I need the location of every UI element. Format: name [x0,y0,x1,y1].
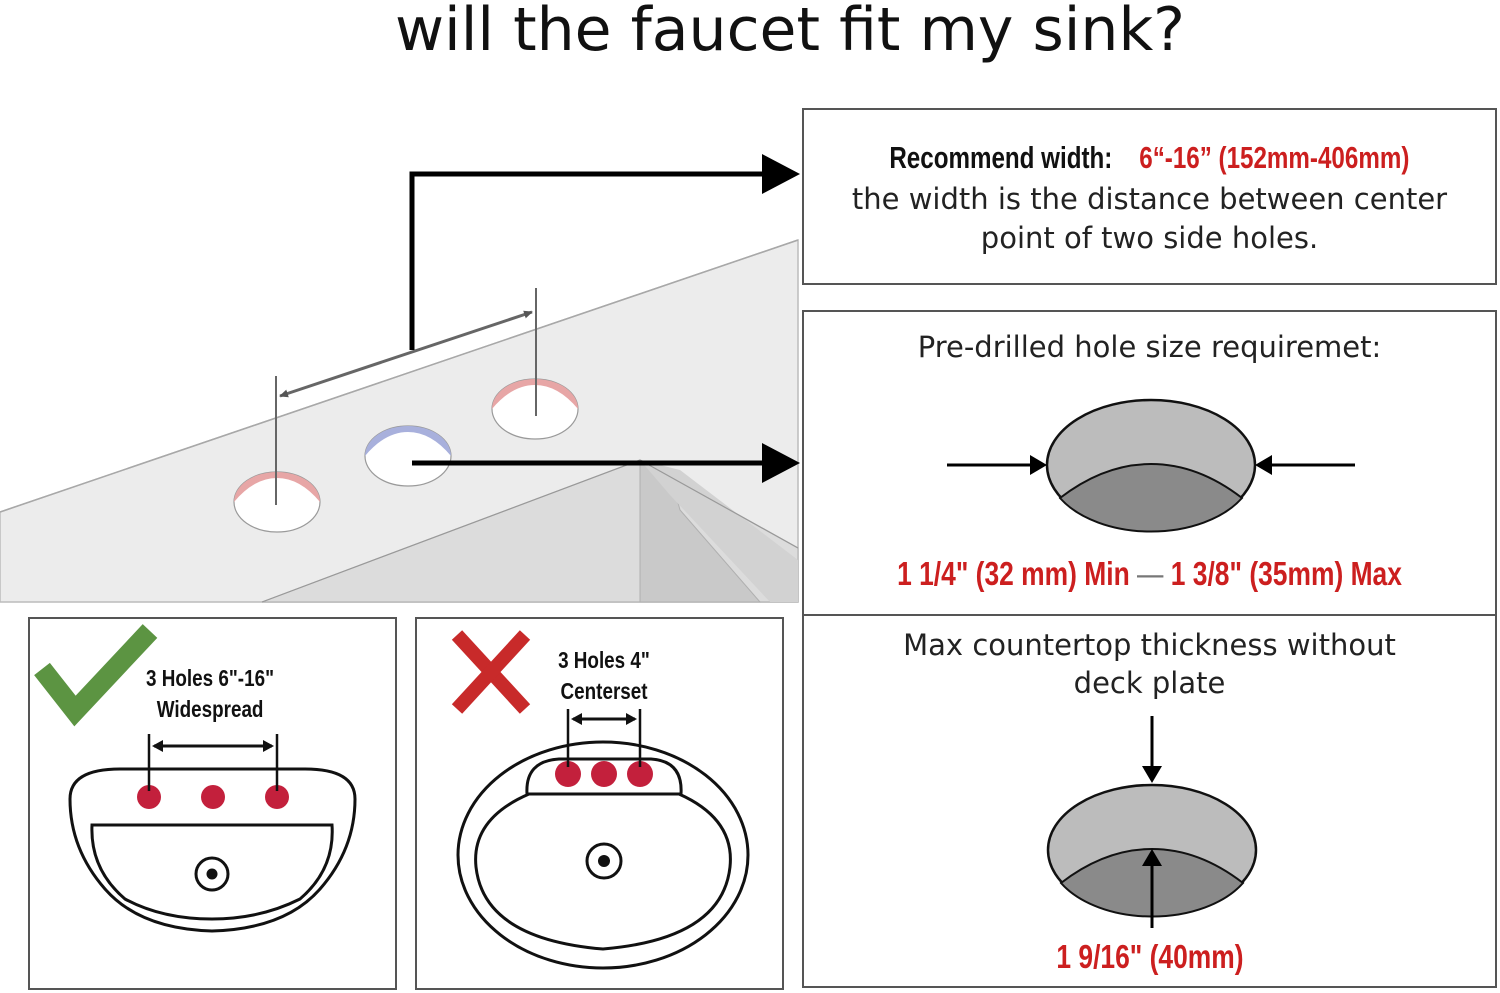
checkmark-icon [34,624,158,727]
arrow-left-icon [1255,455,1272,475]
centerset-label-line2: Centerset [560,678,648,704]
callout-arrowhead-width [762,154,800,194]
centerset-hole-left-icon [555,761,581,787]
page-title: will the faucet fit my sink? [394,0,1186,65]
arrow-right-icon [1030,455,1047,475]
widespread-hole-center-icon [201,785,225,809]
hole-size-title: Pre-drilled hole size requiremet: [917,330,1382,364]
thickness-value: 1 9/16" (40mm) [1055,938,1244,975]
callout-arrowhead-hole [762,443,800,483]
centerset-hole-center-icon [591,761,617,787]
widespread-label-line1: 3 Holes 6"-16" [146,665,274,691]
recommend-width-box: Recommend width: 6“-16” (152mm-406mm) th… [802,108,1497,285]
width-description-line1: the width is the distance between center [851,182,1448,216]
hole-range-separator: — [1137,555,1164,592]
centerset-label-line1: 3 Holes 4" [558,647,650,673]
centerset-box: 3 Holes 4" Centerset [415,617,784,990]
widespread-hole-left-icon [137,785,161,809]
hole-max-value: 1 3/8" (35mm) Max [1170,555,1402,592]
cross-icon [451,630,531,714]
widespread-box: 3 Holes 6"-16" Widespread [28,617,397,990]
widespread-hole-right-icon [265,785,289,809]
widespread-label-line2: Widespread [156,696,264,722]
hole-size-box: Pre-drilled hole size requiremet: 1 1/4"… [802,310,1497,616]
arrow-down-icon [1142,766,1162,783]
centerset-hole-right-icon [627,761,653,787]
arrow-up-icon [1142,849,1162,866]
recommend-width-value: 6“-16” (152mm-406mm) [1139,140,1410,175]
thickness-title-line1: Max countertop thickness without [903,628,1396,662]
hole-min-value: 1 1/4" (32 mm) Min [897,555,1130,592]
recommend-width-label: Recommend width: [889,140,1113,175]
width-dimension-arrow [279,310,533,398]
widespread-sink-diagram [34,624,357,933]
hole-size-diagram [947,398,1355,533]
width-description-line2: point of two side holes. [980,221,1319,255]
cold-hole-center-icon [364,425,452,487]
thickness-title-line2: deck plate [1073,666,1226,700]
centerset-sink-diagram [451,630,750,970]
thickness-diagram [1046,716,1258,928]
thickness-box: Max countertop thickness without deck pl… [802,614,1497,988]
